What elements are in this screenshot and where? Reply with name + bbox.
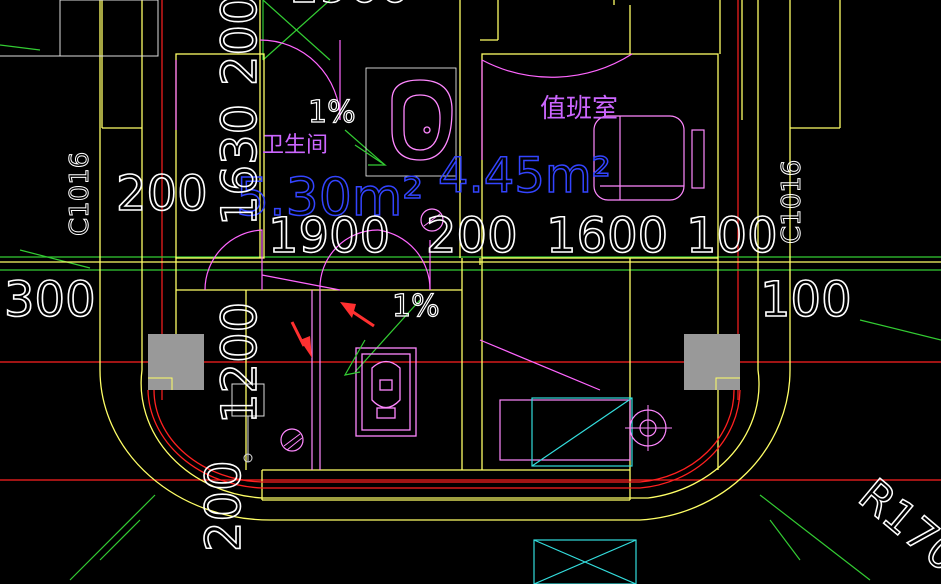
floor-drain-2 — [280, 428, 304, 452]
dim-200-left: 200 — [116, 166, 208, 222]
arrow-down-icon — [300, 336, 312, 358]
dim-1600: 1600 — [546, 208, 668, 264]
columns — [148, 334, 740, 390]
column-right — [684, 334, 740, 390]
dim-top-cut: 1900 — [288, 0, 410, 14]
squat-toilet — [355, 347, 417, 437]
arrow-left-icon — [340, 302, 356, 318]
column-left — [148, 334, 204, 390]
red-arrows — [290, 302, 375, 358]
red-curve — [147, 389, 741, 489]
dim-100-b: 100 — [760, 272, 852, 328]
washbasin — [365, 67, 457, 177]
dim-200-bottom: 200 — [196, 460, 252, 552]
duty-room-label: 值班室 — [540, 94, 618, 124]
dim-1630: 1630 — [212, 104, 268, 226]
window-label-left: C1016 — [65, 152, 95, 236]
radius-label: R170 — [849, 469, 941, 582]
dim-1900: 1900 — [268, 208, 390, 264]
white-frame — [0, 0, 159, 57]
doors — [175, 39, 633, 391]
dim-200-top: 200 — [212, 0, 268, 86]
floor-drain-1 — [420, 208, 444, 232]
window-label-right: C1016 — [777, 160, 807, 244]
duty-area-label: 4.45m² — [438, 148, 611, 204]
stair-cyan — [533, 539, 637, 584]
dim-1200: 1200 — [212, 302, 268, 424]
partition — [311, 290, 321, 470]
slope-arrows — [343, 144, 387, 376]
walls — [0, 0, 941, 521]
toilet-area-label: 5.30m² — [236, 168, 423, 228]
toilet-room-label: 卫生间 — [262, 133, 328, 158]
dim-300: 300 — [4, 272, 96, 328]
bed — [499, 397, 672, 467]
toilet-slope-label: 1% — [308, 95, 356, 130]
duty-room-chair — [593, 115, 705, 201]
squat-slope-label: 1% — [392, 289, 440, 324]
dim-100-a: 100 — [686, 208, 778, 264]
dim-200-mid: 200 — [426, 208, 518, 264]
mop-sink — [231, 383, 265, 463]
